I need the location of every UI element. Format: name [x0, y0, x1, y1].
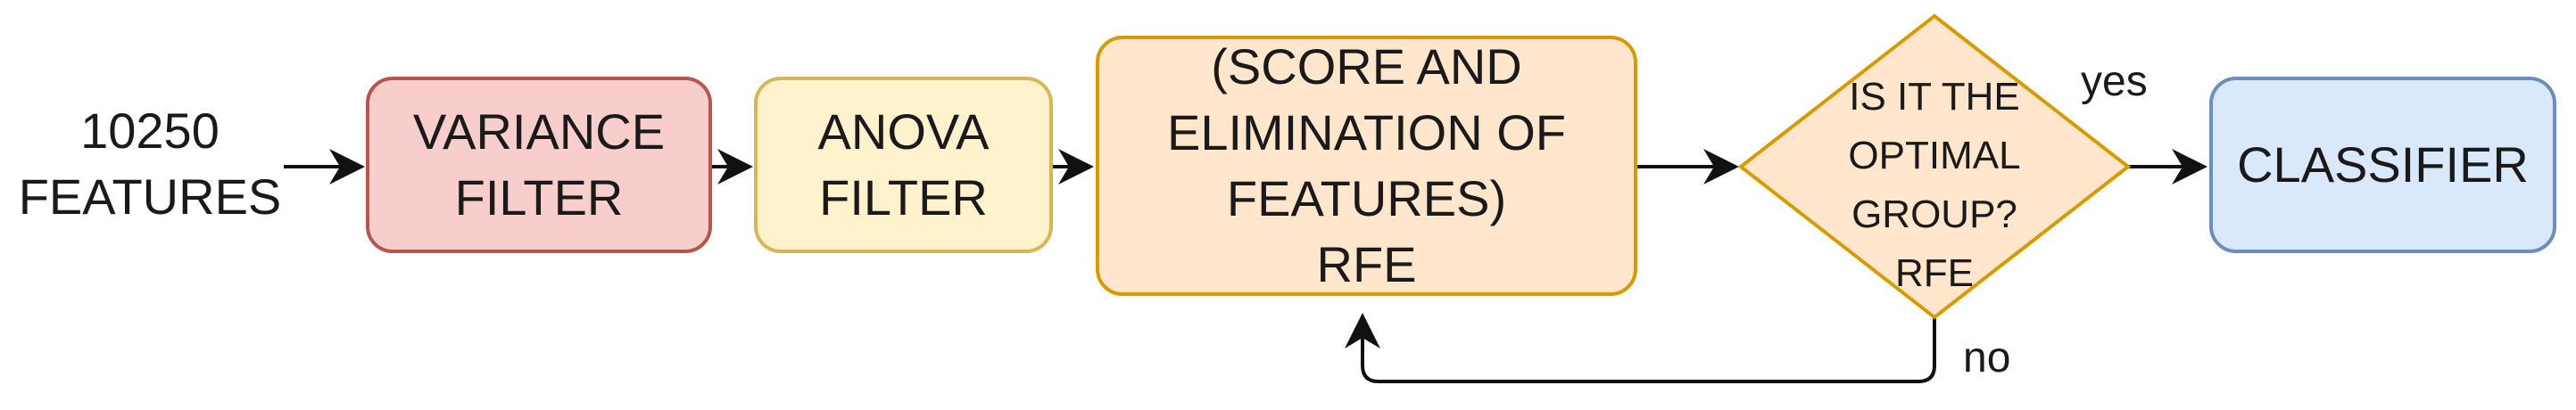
variance-filter-box: VARIANCE FILTER — [366, 77, 712, 253]
classifier-box: CLASSIFIER — [2209, 77, 2556, 253]
yes-edge-label: yes — [2081, 58, 2148, 105]
variance-filter-label: VARIANCE FILTER — [412, 103, 666, 226]
anova-filter-box: ANOVA FILTER — [754, 77, 1053, 253]
rfe-step-label: (SCORE AND ELIMINATION OF FEATURES) RFE — [1167, 38, 1566, 292]
rfe-step-box: (SCORE AND ELIMINATION OF FEATURES) RFE — [1096, 36, 1637, 296]
anova-filter-label: ANOVA FILTER — [817, 103, 990, 226]
arrow-decision-loop-back — [1345, 312, 1936, 383]
input-features-label: 10250 FEATURES — [18, 102, 282, 225]
no-edge-label: no — [1963, 334, 2011, 381]
classifier-label: CLASSIFIER — [2237, 136, 2529, 193]
decision-label: IS IT THE OPTIMAL GROUP? RFE — [1848, 75, 2021, 295]
decision-diamond — [1737, 13, 2132, 320]
